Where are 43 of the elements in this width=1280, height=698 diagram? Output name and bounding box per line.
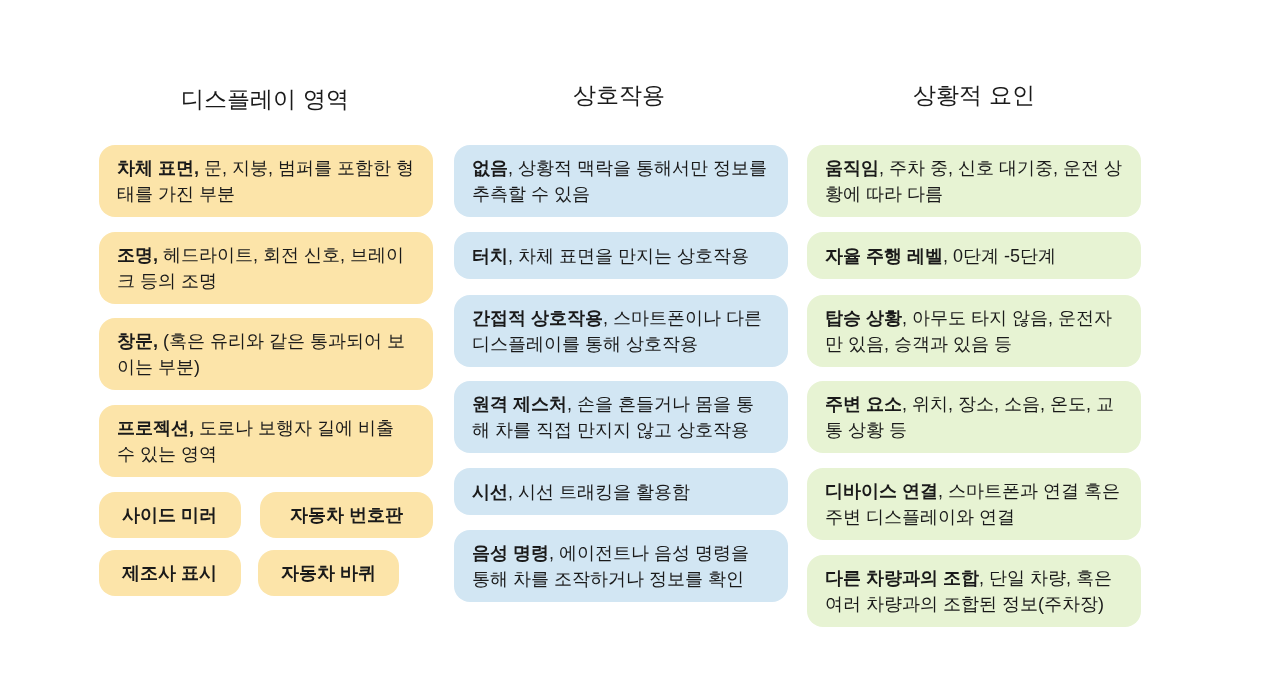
description-card — [454, 232, 788, 279]
column-heading: 상황적 요인 — [913, 81, 1035, 110]
description-text: 차체 표면, 문, 지붕, 범퍼를 포함한 형태를 가진 부분 — [117, 157, 416, 206]
item-card — [258, 550, 399, 596]
item-card — [99, 492, 241, 538]
column-heading: 상호작용 — [573, 81, 665, 110]
description-card — [807, 468, 1141, 540]
description-text: 주변 요소, 위치, 장소, 소음, 온도, 교통 상황 등 — [825, 393, 1116, 442]
column-heading: 디스플레이 영역 — [181, 85, 349, 114]
description-text: 창문, (혹은 유리와 같은 통과되어 보이는 부분) — [117, 330, 406, 379]
description-text: 간접적 상호작용, 스마트폰이나 다른 디스플레이를 통해 상호작용 — [472, 307, 764, 356]
description-text: 자율 주행 레벨, 0단계 -5단계 — [825, 244, 1057, 268]
description-card — [807, 381, 1141, 453]
item-label: 제조사 표시 — [122, 562, 218, 585]
description-text: 조명, 헤드라이트, 회전 신호, 브레이크 등의 조명 — [117, 244, 406, 293]
description-text: 프로젝션, 도로나 보행자 길에 비출 수 있는 영역 — [117, 417, 396, 466]
description-card — [99, 145, 433, 217]
description-card — [454, 295, 788, 367]
item-label: 자동차 바퀴 — [281, 562, 376, 585]
description-text: 다른 차량과의 조합, 단일 차량, 혹은 여러 차량과의 조합된 정보(주차장) — [825, 567, 1114, 616]
description-text: 음성 명령, 에이전트나 음성 명령을 통해 차를 조작하거나 정보를 확인 — [472, 542, 751, 591]
item-label: 자동차 번호판 — [290, 504, 403, 527]
description-card — [454, 145, 788, 217]
description-card — [454, 381, 788, 453]
description-card — [454, 468, 788, 515]
description-text: 디바이스 연결, 스마트폰과 연결 혹은 주변 디스플레이와 연결 — [825, 480, 1122, 529]
description-card — [807, 295, 1141, 367]
description-card — [807, 555, 1141, 627]
description-card — [807, 145, 1141, 217]
description-text: 터치, 차체 표면을 만지는 상호작용 — [472, 244, 749, 268]
item-label: 사이드 미러 — [122, 504, 218, 527]
description-card — [454, 530, 788, 602]
description-card — [99, 405, 433, 477]
description-card — [99, 318, 433, 390]
description-text: 움직임, 주차 중, 신호 대기중, 운전 상황에 따라 다름 — [825, 157, 1123, 206]
description-text: 탑승 상황, 아무도 타지 않음, 운전자만 있음, 승객과 있음 등 — [825, 307, 1114, 356]
item-card — [260, 492, 433, 538]
description-card — [807, 232, 1141, 279]
description-text: 시선, 시선 트래킹을 활용함 — [472, 480, 690, 504]
description-text: 없음, 상황적 맥락을 통해서만 정보를 추측할 수 있음 — [472, 157, 768, 206]
description-card — [99, 232, 433, 304]
item-card — [99, 550, 241, 596]
description-text: 원격 제스처, 손을 흔들거나 몸을 통해 차를 직접 만지지 않고 상호작용 — [472, 393, 756, 442]
